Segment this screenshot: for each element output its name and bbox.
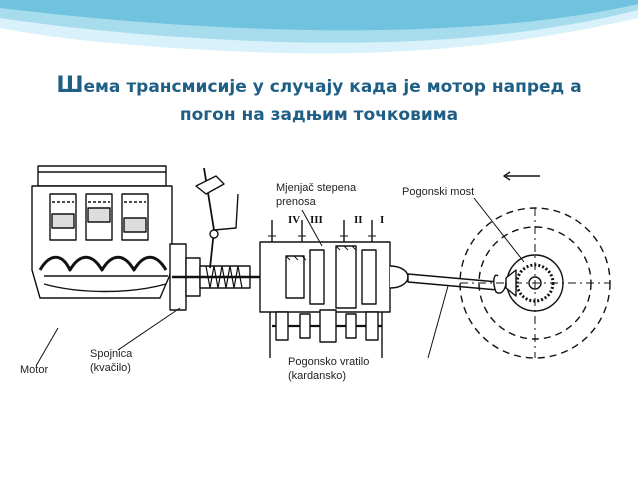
rotation-arrow-head xyxy=(503,171,511,181)
crankshaft xyxy=(38,255,168,272)
oil-pan xyxy=(43,283,167,293)
slide-title-line-1: Шема трансмисије у случају када је мотор… xyxy=(20,72,618,101)
leader-menjac xyxy=(301,209,323,247)
leader-motor xyxy=(35,327,59,367)
countershaft-gear-3 xyxy=(319,309,337,343)
label-menjac-1: Mjenjač stepena xyxy=(276,182,357,194)
gear-label-iii: III xyxy=(310,214,323,226)
countershaft-gear-5 xyxy=(365,311,379,341)
gear-label-iv: IV xyxy=(288,214,301,226)
gear-label-i: I xyxy=(380,214,385,226)
universal-joint-front xyxy=(389,265,409,289)
shift-arrow-i xyxy=(368,232,376,240)
gearbox xyxy=(259,220,391,358)
piston-2 xyxy=(87,207,111,223)
shift-arrow-iii xyxy=(298,232,306,240)
transmission-drawing xyxy=(31,165,611,367)
universal-joint-rear xyxy=(493,274,507,294)
driveshaft-assembly xyxy=(389,265,507,294)
header-wave-dark xyxy=(0,0,638,31)
gear-label-ii: II xyxy=(354,214,363,226)
rear-axle-assembly xyxy=(459,171,611,359)
gear-i xyxy=(361,249,377,305)
label-pogonsko-1: Pogonsko vratilo xyxy=(288,356,370,368)
clutch-pedal xyxy=(195,175,225,195)
label-motor: Motor xyxy=(20,364,49,376)
label-spojnica-1: Spojnica xyxy=(90,348,133,360)
clutch-assembly xyxy=(169,167,251,311)
gear-sync-1 xyxy=(309,249,325,305)
pedal-pivot xyxy=(209,229,219,239)
gear-ii xyxy=(335,245,357,309)
pedal-linkage xyxy=(213,193,239,231)
label-menjac-2: prenosa xyxy=(276,196,316,208)
slide-title: Шема трансмисије у случају када је мотор… xyxy=(20,72,618,129)
label-pogonsko-2: (kardansko) xyxy=(288,370,347,382)
label-spojnica-2: (kvačilo) xyxy=(90,362,131,374)
driveshaft xyxy=(407,273,499,291)
gear-teeth-hatch xyxy=(285,245,357,261)
cylinder-3 xyxy=(121,193,149,241)
slide-title-line-1-rest: ема трансмисије у случају када је мотор … xyxy=(83,77,582,97)
label-pogonski-most: Pogonski most xyxy=(402,186,475,198)
engine-cylinders xyxy=(49,193,149,241)
transmission-diagram: Motor Spojnica (kvačilo) Mjenjač stepena… xyxy=(10,158,630,388)
piston-1 xyxy=(51,213,75,229)
leader-pogonsko xyxy=(427,285,449,359)
leader-lines xyxy=(35,197,525,367)
pinion-gear xyxy=(505,269,517,297)
slide-title-line-2: погон на задњим точковима xyxy=(179,105,459,125)
piston-3 xyxy=(123,217,147,233)
gear-iv-iii xyxy=(285,255,305,299)
countershaft-gear-4 xyxy=(345,313,357,339)
countershaft-gear-1 xyxy=(275,311,289,341)
slide-title-first-letter: Ш xyxy=(56,73,84,98)
engine-block xyxy=(31,165,173,299)
engine-head xyxy=(37,165,167,187)
shift-arrow-iv xyxy=(268,232,276,240)
countershaft-gear-2 xyxy=(299,313,311,339)
leader-pogonski-most xyxy=(473,197,525,263)
shift-arrow-ii xyxy=(340,232,348,240)
leader-spojnica xyxy=(117,307,181,351)
header-wave-decoration xyxy=(0,0,638,54)
